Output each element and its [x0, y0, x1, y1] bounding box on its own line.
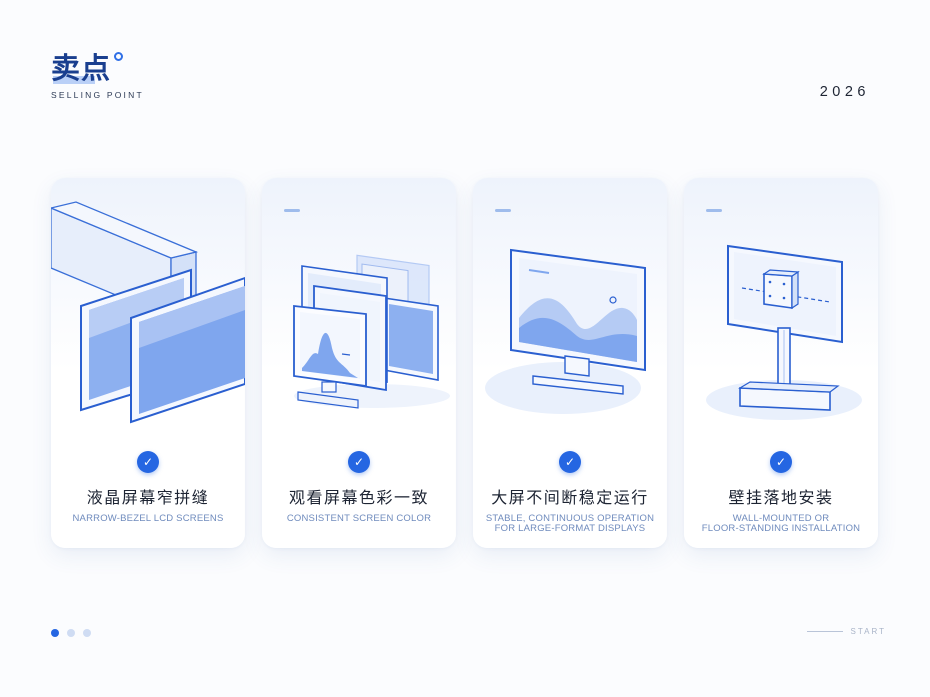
page-title: 卖点 — [51, 50, 124, 86]
check-icon: ✓ — [137, 451, 159, 473]
check-icon: ✓ — [770, 451, 792, 473]
selling-point-card-4: ✓ 壁挂落地安装 WALL-MOUNTED OR FLOOR-STANDING … — [684, 178, 878, 548]
selling-point-card-1: ✓ 液晶屏幕窄拼缝 NARROW-BEZEL LCD SCREENS — [51, 178, 245, 548]
chevron-down-icon: ✓ — [559, 451, 581, 473]
page-dot-2[interactable] — [67, 629, 75, 637]
card-subtitle-line: WALL-MOUNTED OR — [732, 513, 830, 524]
monitor-waves-illustration — [485, 248, 646, 414]
selling-point-card-2: ✓ 观看屏幕色彩一致 CONSISTENT SCREEN COLOR — [262, 178, 456, 548]
card-subtitle: CONSISTENT SCREEN COLOR — [270, 514, 448, 524]
floor-stand-display-illustration — [706, 244, 862, 420]
start-label: START — [850, 627, 886, 636]
brand-block: 卖点 SELLING POINT — [51, 50, 144, 100]
selling-point-card-3: ✓ 大屏不间断稳定运行 STABLE, CONTINUOUS OPERATION… — [473, 178, 667, 548]
page-subtitle: SELLING POINT — [51, 90, 144, 100]
card-tab-marker — [495, 209, 511, 212]
card-subtitle-line: CONSISTENT SCREEN COLOR — [286, 513, 432, 524]
card-subtitle-line: FLOOR-STANDING INSTALLATION — [701, 522, 861, 534]
card-tab-marker — [284, 209, 300, 212]
start-line-divider — [806, 631, 843, 632]
card-title: 观看屏幕色彩一致 — [288, 488, 429, 507]
page-dot-3[interactable] — [83, 629, 91, 637]
card-subtitle-line: NARROW-BEZEL LCD SCREENS — [72, 513, 224, 524]
card-subtitle-line: FOR LARGE-FORMAT DISPLAYS — [494, 522, 646, 534]
card-subtitle: WALL-MOUNTED OR FLOOR-STANDING INSTALLAT… — [692, 514, 870, 533]
page-title-text: 卖点 — [51, 51, 112, 85]
card-subtitle: NARROW-BEZEL LCD SCREENS — [59, 514, 237, 524]
card-subtitle-line: STABLE, CONTINUOUS OPERATION — [485, 513, 655, 524]
card-subtitle: STABLE, CONTINUOUS OPERATION FOR LARGE-F… — [481, 514, 659, 533]
card-title: 液晶屏幕窄拼缝 — [86, 488, 210, 507]
card-title: 壁挂落地安装 — [728, 488, 834, 507]
layered-screens-illustration — [293, 254, 450, 409]
year-label: 2026 — [819, 84, 870, 100]
card-title: 大屏不间断稳定运行 — [491, 488, 649, 507]
card-tab-marker — [706, 209, 722, 212]
check-icon: ✓ — [348, 451, 370, 473]
circle-mark-icon — [114, 52, 124, 61]
narrow-bezel-screens-illustration — [51, 201, 245, 424]
page-indicator — [51, 629, 91, 637]
page-dot-1[interactable] — [51, 629, 59, 637]
start-button[interactable]: START — [806, 627, 886, 636]
